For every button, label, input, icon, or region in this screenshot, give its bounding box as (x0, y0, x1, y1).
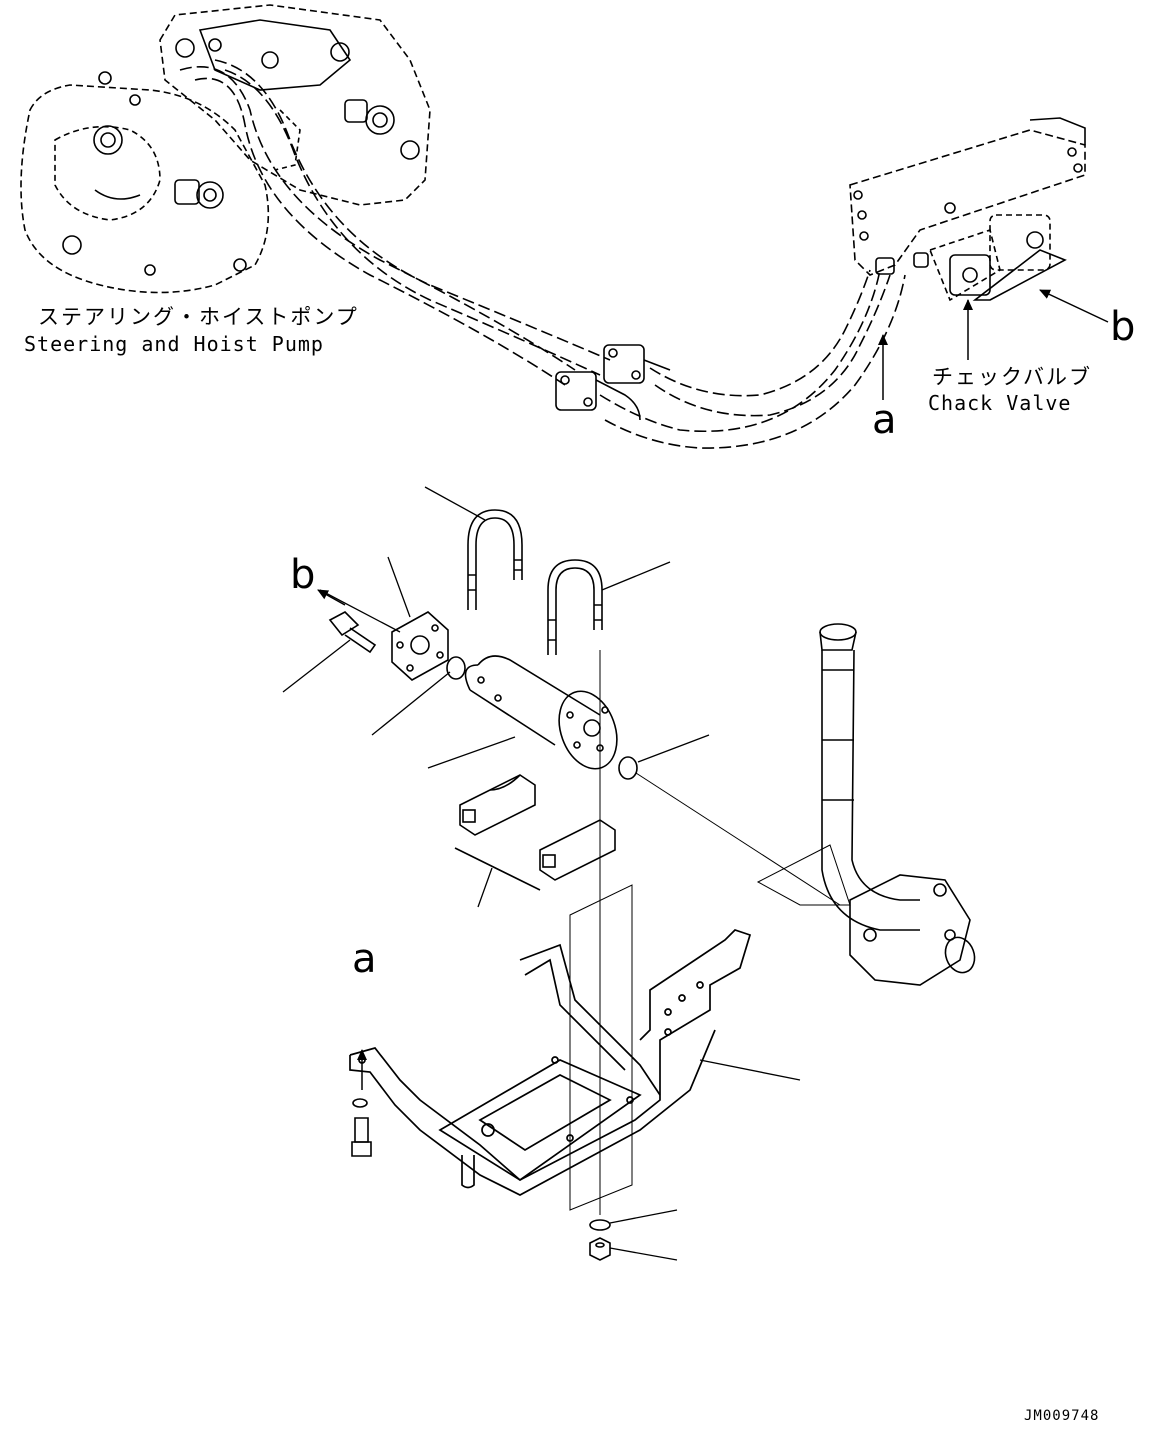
leader-lines-bottom (282, 486, 851, 1261)
valve-label-jp: チェックバルブ (932, 365, 1092, 389)
line-filter (464, 655, 638, 780)
leader-lines-top (878, 289, 1109, 400)
check-valve (928, 214, 1067, 302)
ref-label-a-top: a (872, 397, 897, 443)
hose-pair (179, 59, 611, 386)
clamp-blocks (454, 774, 616, 891)
steering-hoist-pump (20, 4, 431, 294)
elbow-hose (819, 623, 976, 986)
drawing-code: JM009748 (1024, 1408, 1099, 1424)
u-bolt (467, 509, 603, 655)
hose-connectors (555, 344, 671, 421)
mount-bracket-plate (849, 117, 1086, 276)
ref-label-b-mid: b (290, 552, 315, 598)
pump-label-en: Steering and Hoist Pump (24, 332, 324, 356)
filter-mount-bracket (349, 884, 752, 1211)
pump-label-jp: ステアリング・ホイストポンプ (38, 305, 359, 329)
bolt-and-flange (328, 611, 466, 681)
main-hoses (599, 269, 906, 449)
ref-label-b-top: b (1110, 304, 1135, 350)
ref-label-a-bottom: a (352, 936, 377, 982)
valve-label-en: Chack Valve (928, 391, 1071, 415)
washer-and-nut (589, 1219, 611, 1261)
ref-arrow-b-mid (317, 589, 346, 606)
washer-and-bolt (351, 1049, 372, 1157)
